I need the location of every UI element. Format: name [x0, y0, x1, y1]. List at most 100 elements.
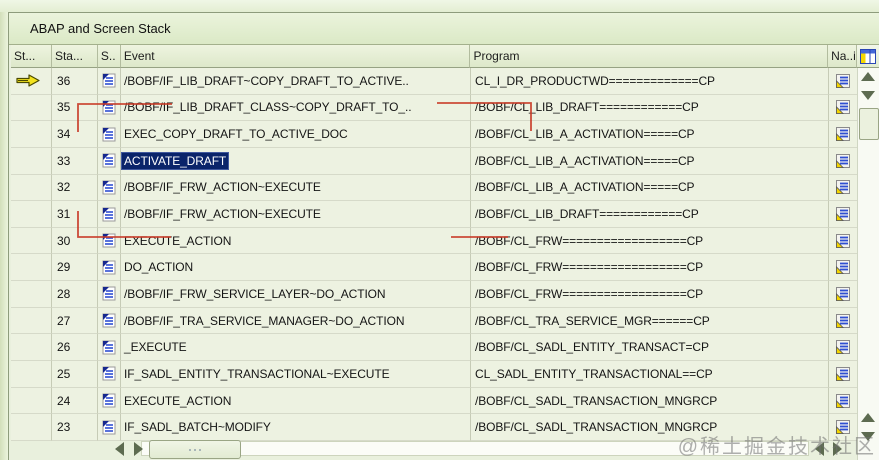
- column-configuration-button[interactable]: [857, 45, 879, 68]
- program-cell[interactable]: /BOBF/CL_SADL_TRANSACTION_MNGRCP: [471, 414, 829, 441]
- col-header-event[interactable]: Event: [120, 45, 471, 68]
- display-detail-icon[interactable]: [835, 99, 851, 115]
- display-detail-icon[interactable]: [835, 206, 851, 222]
- event-cell[interactable]: ACTIVATE_DRAFT: [121, 147, 471, 175]
- event-cell[interactable]: /BOBF/IF_FRW_ACTION~EXECUTE: [121, 174, 471, 202]
- scroll-left-icon[interactable]: [115, 442, 129, 456]
- display-detail-icon[interactable]: [835, 259, 851, 275]
- display-detail-icon[interactable]: [835, 233, 851, 249]
- current-position-arrow-icon: [16, 74, 40, 87]
- event-cell[interactable]: IF_SADL_BATCH~MODIFY: [121, 414, 471, 441]
- event-cell[interactable]: IF_SADL_ENTITY_TRANSACTIONAL~EXECUTE: [121, 361, 471, 388]
- abap-event-page-icon: [102, 340, 116, 355]
- navigation-cell[interactable]: [829, 68, 858, 95]
- program-cell[interactable]: /BOBF/CL_LIB_A_ACTIVATION=====CP: [471, 147, 829, 175]
- scroll-up-bottom-icon[interactable]: [861, 413, 875, 425]
- abap-event-page-icon: [102, 286, 116, 301]
- vertical-scrollbar[interactable]: [857, 68, 879, 460]
- table-row[interactable]: 31 /BOBF/IF_FRW_ACTION~EXECUTE /BOBF/CL_…: [11, 201, 858, 228]
- scroll-left-end-icon[interactable]: [815, 442, 829, 456]
- stack-number-cell: 23: [52, 414, 98, 441]
- program-cell[interactable]: /BOBF/CL_LIB_A_ACTIVATION=====CP: [471, 121, 829, 148]
- event-cell[interactable]: DO_ACTION: [121, 254, 471, 282]
- navigation-cell[interactable]: [829, 387, 858, 415]
- table-row[interactable]: 33 ACTIVATE_DRAFT /BOBF/CL_LIB_A_ACTIVAT…: [11, 147, 858, 175]
- program-cell[interactable]: /BOBF/CL_SADL_ENTITY_TRANSACT=CP: [471, 334, 829, 362]
- navigation-cell[interactable]: [829, 254, 858, 282]
- program-cell[interactable]: /BOBF/CL_SADL_TRANSACTION_MNGRCP: [471, 387, 829, 415]
- event-cell[interactable]: _EXECUTE: [121, 334, 471, 362]
- table-row[interactable]: 26 _EXECUTE /BOBF/CL_SADL_ENTITY_TRANSAC…: [11, 334, 858, 362]
- scroll-down-icon[interactable]: [861, 91, 875, 103]
- display-detail-icon[interactable]: [835, 393, 851, 409]
- table-row[interactable]: 34 EXEC_COPY_DRAFT_TO_ACTIVE_DOC /BOBF/C…: [11, 121, 858, 148]
- table-row[interactable]: 35 /BOBF/IF_LIB_DRAFT_CLASS~COPY_DRAFT_T…: [11, 94, 858, 122]
- navigation-cell[interactable]: [829, 201, 858, 228]
- program-cell[interactable]: /BOBF/CL_FRW==================CP: [471, 227, 829, 255]
- col-header-stack-number[interactable]: Sta...: [51, 45, 98, 68]
- col-header-navigation[interactable]: Na..i: [828, 45, 858, 68]
- program-cell[interactable]: CL_I_DR_PRODUCTWD=============CP: [471, 68, 829, 95]
- scroll-right-end-icon[interactable]: [833, 442, 847, 456]
- navigation-cell[interactable]: [829, 174, 858, 202]
- table-row[interactable]: 28 /BOBF/IF_FRW_SERVICE_LAYER~DO_ACTION …: [11, 281, 858, 308]
- navigation-cell[interactable]: [829, 94, 858, 122]
- event-label: /BOBF/IF_FRW_SERVICE_LAYER~DO_ACTION: [124, 286, 386, 301]
- program-cell[interactable]: /BOBF/CL_TRA_SERVICE_MGR======CP: [471, 307, 829, 335]
- event-label: /BOBF/IF_TRA_SERVICE_MANAGER~DO_ACTION: [124, 313, 405, 328]
- navigation-cell[interactable]: [829, 334, 858, 362]
- table-row[interactable]: 36 /BOBF/IF_LIB_DRAFT~COPY_DRAFT_TO_ACTI…: [11, 68, 858, 95]
- scroll-up-icon[interactable]: [861, 72, 875, 84]
- event-cell[interactable]: EXEC_COPY_DRAFT_TO_ACTIVE_DOC: [121, 121, 471, 148]
- program-cell[interactable]: /BOBF/CL_LIB_A_ACTIVATION=====CP: [471, 174, 829, 202]
- navigation-cell[interactable]: [829, 147, 858, 175]
- horizontal-scrollbar[interactable]: [101, 440, 857, 459]
- program-cell[interactable]: CL_SADL_ENTITY_TRANSACTIONAL==CP: [471, 361, 829, 388]
- scroll-right-icon[interactable]: [134, 442, 148, 456]
- display-detail-icon[interactable]: [835, 73, 851, 89]
- scroll-down-bottom-icon[interactable]: [861, 432, 875, 444]
- event-cell[interactable]: /BOBF/IF_LIB_DRAFT_CLASS~COPY_DRAFT_TO_.…: [121, 94, 471, 122]
- navigation-cell[interactable]: [829, 307, 858, 335]
- navigation-cell[interactable]: [829, 414, 858, 441]
- display-detail-icon[interactable]: [835, 419, 851, 435]
- event-cell[interactable]: /BOBF/IF_LIB_DRAFT~COPY_DRAFT_TO_ACTIVE.…: [121, 68, 471, 95]
- table-row[interactable]: 25 IF_SADL_ENTITY_TRANSACTIONAL~EXECUTE …: [11, 361, 858, 388]
- abap-event-page-icon: [102, 313, 116, 328]
- display-detail-icon[interactable]: [835, 179, 851, 195]
- table-row[interactable]: 30 EXECUTE_ACTION /BOBF/CL_FRW==========…: [11, 227, 858, 255]
- table-row[interactable]: 24 EXECUTE_ACTION /BOBF/CL_SADL_TRANSACT…: [11, 387, 858, 415]
- event-label: EXECUTE_ACTION: [124, 393, 232, 408]
- display-detail-icon[interactable]: [835, 286, 851, 302]
- col-header-program[interactable]: Program: [470, 45, 829, 68]
- event-cell[interactable]: EXECUTE_ACTION: [121, 227, 471, 255]
- stack-table: St... Sta... S.. Event Program Na..i: [11, 45, 879, 460]
- vertical-scrollbar-thumb[interactable]: [859, 108, 879, 140]
- col-header-source-type[interactable]: S..: [97, 45, 121, 68]
- horizontal-scrollbar-track[interactable]: [141, 441, 809, 456]
- display-detail-icon[interactable]: [835, 366, 851, 382]
- event-cell[interactable]: /BOBF/IF_FRW_ACTION~EXECUTE: [121, 201, 471, 228]
- event-cell[interactable]: /BOBF/IF_TRA_SERVICE_MANAGER~DO_ACTION: [121, 307, 471, 335]
- navigation-cell[interactable]: [829, 361, 858, 388]
- table-row[interactable]: 27 /BOBF/IF_TRA_SERVICE_MANAGER~DO_ACTIO…: [11, 307, 858, 335]
- table-row[interactable]: 29 DO_ACTION /BOBF/CL_FRW===============…: [11, 254, 858, 282]
- navigation-cell[interactable]: [829, 227, 858, 255]
- event-cell[interactable]: /BOBF/IF_FRW_SERVICE_LAYER~DO_ACTION: [121, 281, 471, 308]
- display-detail-icon[interactable]: [835, 313, 851, 329]
- table-row[interactable]: 32 /BOBF/IF_FRW_ACTION~EXECUTE /BOBF/CL_…: [11, 174, 858, 202]
- display-detail-icon[interactable]: [835, 339, 851, 355]
- program-cell[interactable]: /BOBF/CL_LIB_DRAFT============CP: [471, 94, 829, 122]
- program-cell[interactable]: /BOBF/CL_FRW==================CP: [471, 281, 829, 308]
- navigation-cell[interactable]: [829, 281, 858, 308]
- program-cell[interactable]: /BOBF/CL_LIB_DRAFT============CP: [471, 201, 829, 228]
- display-detail-icon[interactable]: [835, 126, 851, 142]
- table-row[interactable]: 23 IF_SADL_BATCH~MODIFY /BOBF/CL_SADL_TR…: [11, 414, 858, 441]
- horizontal-scrollbar-thumb[interactable]: [149, 440, 241, 459]
- navigation-cell[interactable]: [829, 121, 858, 148]
- event-cell[interactable]: EXECUTE_ACTION: [121, 387, 471, 415]
- abap-event-page-icon: [102, 73, 116, 88]
- display-detail-icon[interactable]: [835, 153, 851, 169]
- program-cell[interactable]: /BOBF/CL_FRW==================CP: [471, 254, 829, 282]
- col-header-stack-type[interactable]: St...: [11, 45, 52, 68]
